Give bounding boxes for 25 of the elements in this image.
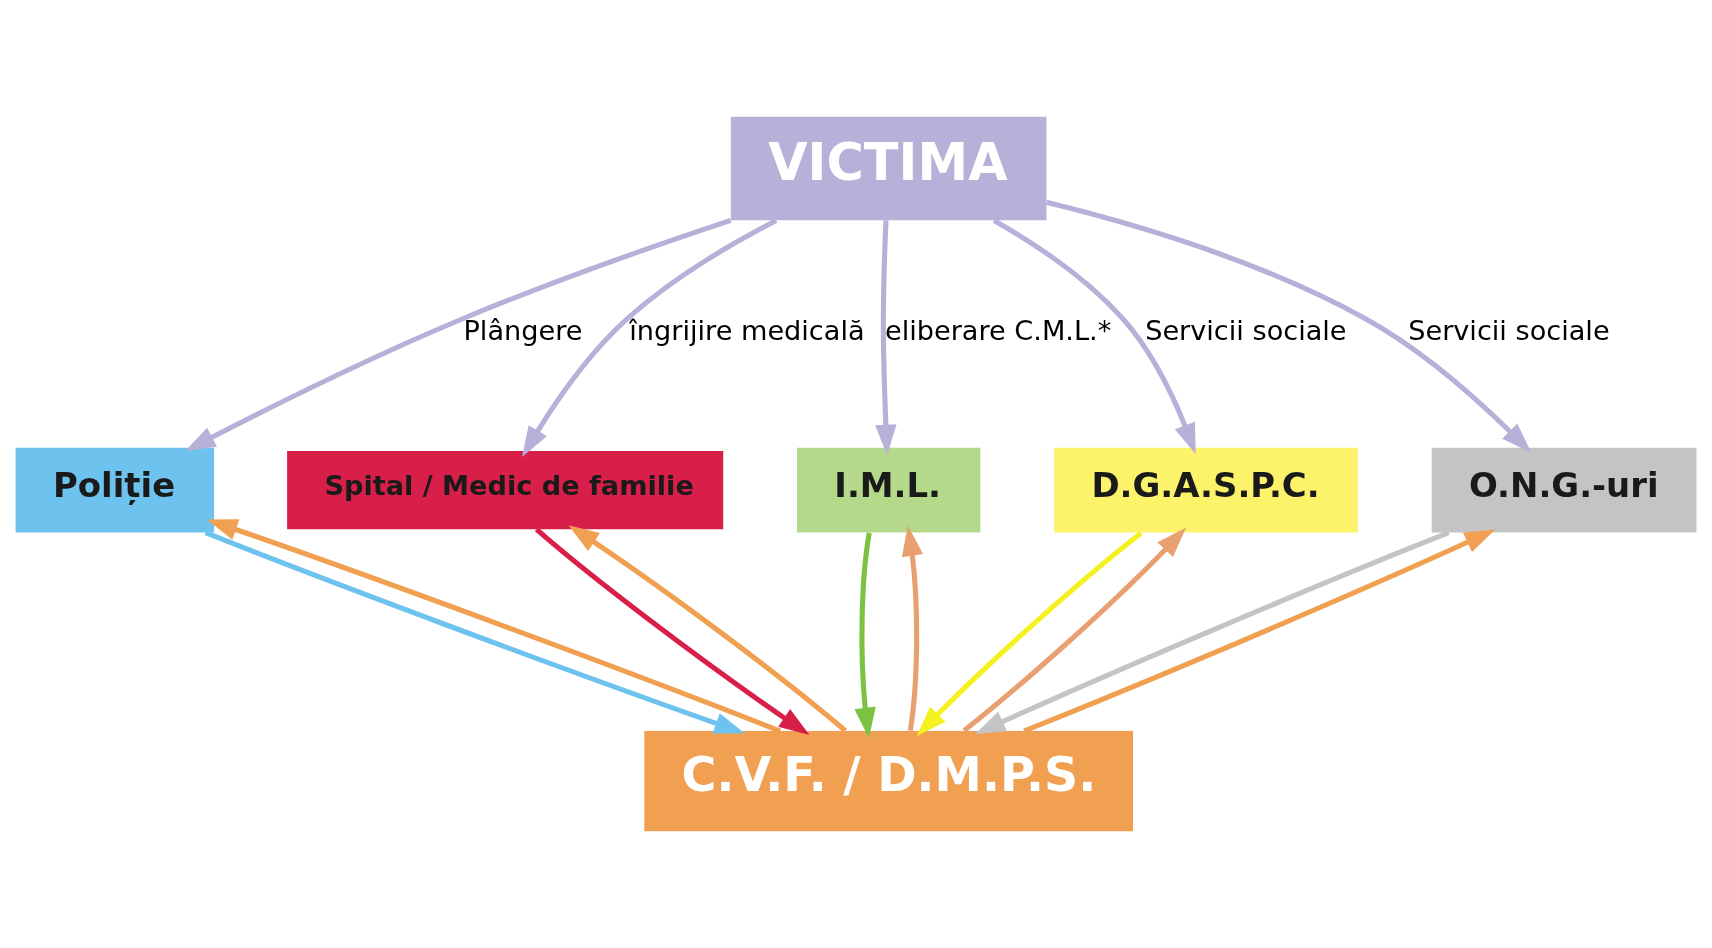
arrow xyxy=(522,218,778,457)
arrow xyxy=(568,525,848,733)
arrow xyxy=(854,532,876,739)
arrow xyxy=(962,527,1187,733)
edge-label: Servicii sociale xyxy=(1408,315,1610,347)
arrow xyxy=(1045,199,1532,453)
node-box: D.G.A.S.P.C. xyxy=(1054,447,1358,533)
arrow xyxy=(875,220,897,456)
arrow xyxy=(992,218,1196,455)
node-box: C.V.F. / D.M.P.S. xyxy=(644,731,1134,832)
node-box: VICTIMA xyxy=(730,116,1047,221)
node-box: O.N.G.-uri xyxy=(1431,447,1697,533)
node-box: Spital / Medic de familie xyxy=(287,451,724,530)
arrow xyxy=(534,527,810,736)
edge-label: Plângere xyxy=(463,315,583,347)
edge-label: eliberare C.M.L.* xyxy=(884,315,1112,347)
arrow xyxy=(901,525,924,731)
arrow xyxy=(1023,529,1496,734)
arrow xyxy=(974,530,1450,735)
node-box: I.M.L. xyxy=(797,447,981,533)
edge-label: Servicii sociale xyxy=(1145,315,1347,347)
node-box: Poliție xyxy=(15,447,215,533)
edge-label: îngrijire medicală xyxy=(629,315,865,347)
arrow xyxy=(916,531,1143,737)
arrow xyxy=(184,217,732,452)
